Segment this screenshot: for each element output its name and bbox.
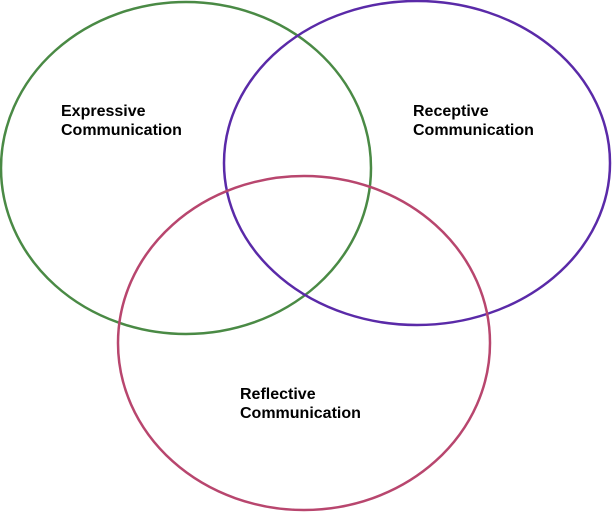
receptive-label: Receptive Communication — [413, 103, 534, 139]
receptive-label-line1: Receptive — [413, 103, 489, 120]
reflective-circle — [116, 174, 492, 512]
expressive-circle — [0, 0, 373, 336]
reflective-label-line2: Communication — [240, 405, 361, 422]
reflective-label: Reflective Communication — [240, 386, 361, 422]
expressive-label: Expressive Communication — [61, 103, 182, 139]
receptive-label-line2: Communication — [413, 122, 534, 139]
receptive-circle — [222, 0, 612, 327]
expressive-label-line1: Expressive — [61, 103, 146, 120]
expressive-label-line2: Communication — [61, 122, 182, 139]
reflective-label-line1: Reflective — [240, 386, 316, 403]
